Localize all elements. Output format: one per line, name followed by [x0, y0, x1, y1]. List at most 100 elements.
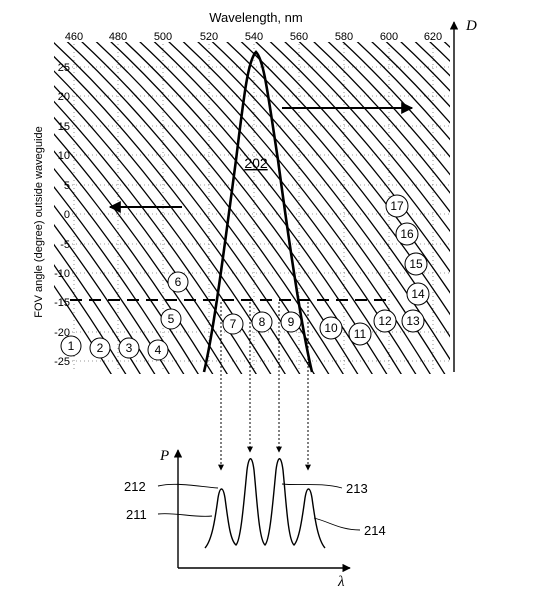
diagonal-curve — [371, 42, 450, 124]
diagonal-curve — [313, 42, 450, 194]
diagonal-curve — [197, 42, 450, 361]
diagonal-curve — [298, 42, 450, 213]
circle-label-14: 14 — [406, 282, 430, 306]
diagonal-curve — [54, 133, 228, 374]
diagonal-curve — [54, 116, 243, 374]
diagonal-curve — [490, 30, 534, 400]
top-tick: 600 — [380, 31, 398, 43]
diagonal-curve — [443, 42, 450, 49]
circle-number: 7 — [230, 317, 237, 331]
left-tick: -20 — [54, 327, 70, 339]
callout-214: 214 — [364, 523, 386, 538]
callout-leaders — [157, 483, 361, 531]
circle-number: 14 — [411, 287, 425, 301]
diagonal-curve — [475, 30, 534, 400]
diagonal-curve — [519, 30, 534, 400]
circle-number: 6 — [175, 275, 182, 289]
top-tick: 540 — [245, 31, 263, 43]
circle-label-16: 16 — [395, 222, 419, 246]
left-tick: -25 — [54, 356, 70, 368]
circle-label-7: 7 — [222, 313, 244, 335]
spectrum-curve — [204, 458, 326, 549]
spectrum-x-label: λ — [337, 574, 345, 590]
diagonal-curve — [327, 42, 450, 176]
diagonal-curve — [54, 100, 257, 374]
diagonal-curve — [54, 167, 199, 374]
diagonal-curve — [269, 42, 450, 253]
diagonal-curve — [153, 42, 417, 374]
diagonal-curve — [54, 243, 141, 374]
circle-number: 13 — [406, 314, 420, 328]
top-tick: 460 — [65, 31, 83, 43]
diagonal-curve — [54, 85, 272, 374]
circle-number: 11 — [354, 327, 367, 341]
diagonal-curve — [182, 42, 446, 374]
diagonal-curve-family — [54, 30, 534, 400]
circled-labels: 1 2 3 4 5 6 7 8 9 10 11 12 13 14 15 16 1… — [60, 194, 430, 361]
callout-212: 212 — [124, 479, 146, 494]
left-axis-title: FOV angle (degree) outside waveguide — [33, 126, 45, 317]
top-tick: 520 — [200, 31, 218, 43]
callout-213: 213 — [346, 481, 368, 496]
top-axis-ticks: 460 480 500 520 540 560 580 600 620 — [65, 31, 442, 43]
circle-label-11: 11 — [348, 322, 372, 346]
spectrum-y-label: P — [159, 448, 169, 464]
circle-number: 2 — [97, 341, 104, 355]
peak-curve-202 — [202, 50, 314, 373]
circle-label-15: 15 — [404, 252, 428, 276]
top-axis-title: Wavelength, nm — [209, 10, 302, 25]
diagonal-curve — [429, 42, 450, 63]
circle-label-2: 2 — [89, 337, 111, 359]
diagonal-curve — [461, 30, 534, 400]
d-axis-label: D — [465, 18, 477, 34]
top-tick: 480 — [109, 31, 127, 43]
peak-label: 202 — [244, 155, 268, 171]
circle-number: 10 — [324, 321, 338, 335]
circle-number: 5 — [168, 312, 175, 326]
top-tick: 500 — [154, 31, 172, 43]
diagonal-curve — [110, 42, 373, 374]
circle-number: 17 — [390, 199, 404, 213]
circle-number: 4 — [155, 343, 162, 357]
left-tick: 0 — [64, 209, 70, 221]
circle-label-1: 1 — [60, 335, 82, 357]
diagonal-curve — [446, 30, 534, 400]
circle-label-8: 8 — [251, 311, 273, 333]
circle-number: 9 — [288, 315, 295, 329]
diagonal-curve — [342, 42, 450, 158]
circle-label-3: 3 — [118, 337, 140, 359]
left-tick: -15 — [54, 297, 70, 309]
diagonal-curve — [284, 42, 450, 233]
top-tick: 560 — [290, 31, 308, 43]
circle-label-4: 4 — [147, 339, 169, 361]
circle-number: 1 — [68, 339, 75, 353]
diagonal-curve — [400, 42, 450, 92]
left-tick: 25 — [58, 62, 70, 74]
circle-label-13: 13 — [401, 309, 425, 333]
circle-number: 12 — [378, 314, 392, 328]
diagonal-curve — [54, 204, 170, 374]
diagonal-curve — [54, 42, 315, 374]
left-tick: -10 — [54, 268, 70, 280]
top-tick: 580 — [335, 31, 353, 43]
circle-label-17: 17 — [385, 194, 409, 218]
circle-label-9: 9 — [280, 311, 302, 333]
diagonal-curve — [54, 186, 185, 374]
circle-number: 15 — [409, 257, 423, 271]
diagonal-curve — [211, 42, 450, 338]
circle-number: 16 — [400, 227, 414, 241]
diagonal-curve — [54, 284, 112, 374]
circle-number: 3 — [126, 341, 133, 355]
top-tick: 620 — [424, 31, 442, 43]
diagonal-curve — [54, 150, 214, 374]
circle-label-10: 10 — [319, 316, 343, 340]
diagonal-curve — [54, 70, 286, 374]
diagonal-curve — [139, 42, 402, 374]
diagonal-curve — [385, 42, 450, 108]
left-tick: 15 — [58, 121, 70, 133]
diagonal-curve — [81, 42, 344, 374]
projection-arrows — [218, 302, 311, 471]
diagonal-curve — [240, 42, 450, 294]
diagonal-curve — [168, 42, 431, 374]
